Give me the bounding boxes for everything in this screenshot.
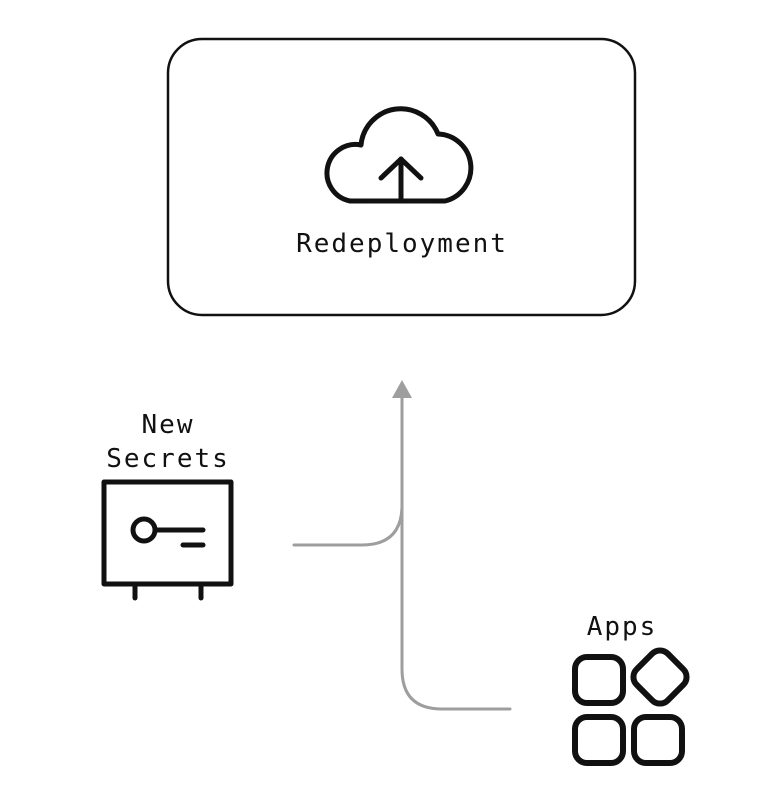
redeployment-node: Redeployment — [166, 37, 637, 317]
secrets-connector — [292, 503, 404, 547]
apps-node: Apps — [572, 612, 690, 766]
new-secrets-label-line2: Secrets — [106, 444, 230, 474]
cloud-upload-icon — [324, 106, 474, 204]
connectors — [292, 380, 512, 711]
arrowhead-up — [392, 380, 412, 398]
new-secrets-node: New Secrets — [101, 410, 234, 601]
apps-grid-icon — [572, 647, 690, 766]
apps-label: Apps — [587, 612, 658, 642]
new-secrets-label-line1: New — [142, 410, 195, 440]
vault-key-icon — [101, 479, 234, 601]
apps-connector — [400, 396, 512, 711]
redeployment-label: Redeployment — [296, 229, 508, 259]
